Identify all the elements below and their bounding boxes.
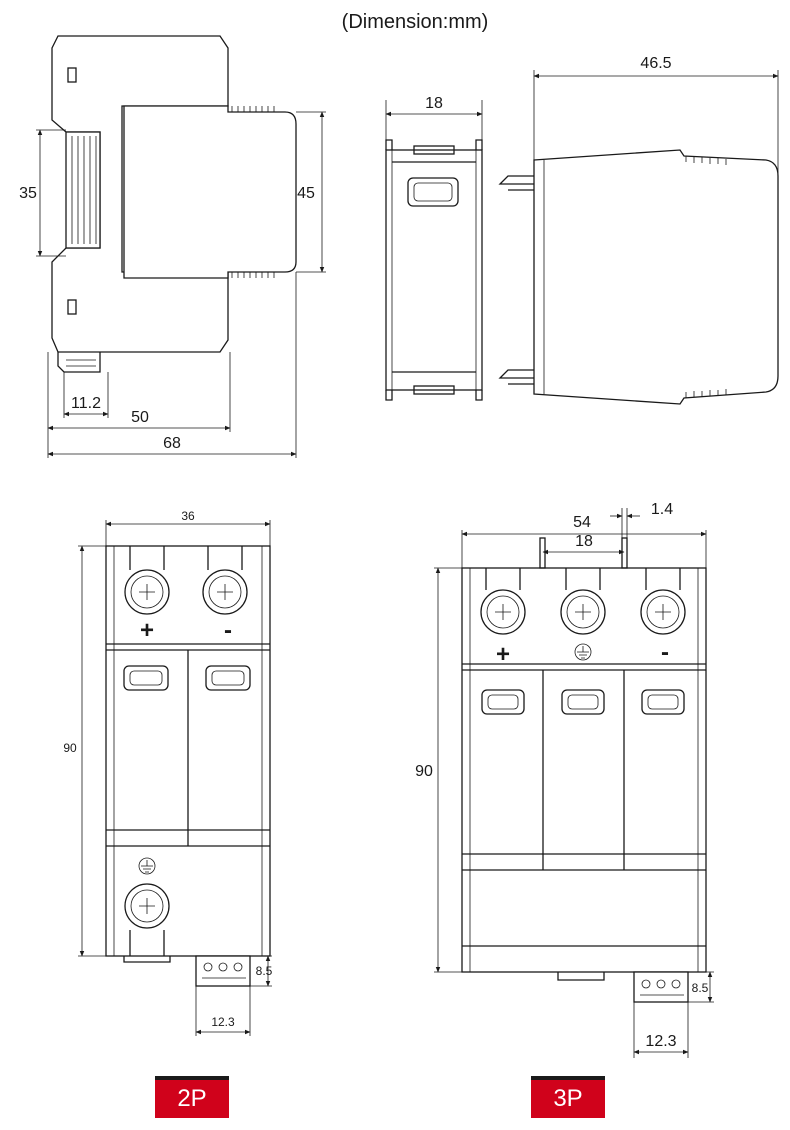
ground-icon (138, 857, 156, 875)
drawing-title: (Dimension:mm) (342, 11, 489, 33)
plus-symbol-3p: + (496, 641, 510, 668)
dim-18-3p: 18 (575, 533, 593, 550)
side-view: 35 45 11.2 50 68 (19, 35, 326, 458)
dim-54: 54 (573, 514, 591, 531)
dim-46-5: 46.5 (640, 55, 671, 72)
dim-35: 35 (19, 185, 37, 202)
dim-12-3-3p: 12.3 (645, 1033, 676, 1050)
label-2p: 2P (155, 1080, 229, 1118)
label-2p-bar (155, 1076, 229, 1081)
side-view-right: 46.5 (498, 55, 779, 405)
label-3p-bar (531, 1076, 605, 1081)
device-3p: + - 54 18 1.4 90 (415, 501, 714, 1058)
front-view-thin: 18 (385, 95, 483, 401)
dim-8-5-2p: 8.5 (256, 964, 273, 978)
dim-50: 50 (131, 409, 149, 426)
dim-45: 45 (297, 185, 315, 202)
dim-12-3-2p: 12.3 (211, 1015, 235, 1029)
dim-18-top: 18 (425, 95, 443, 112)
dim-1-4: 1.4 (651, 501, 673, 518)
label-3p: 3P (531, 1080, 605, 1118)
dim-11-2: 11.2 (71, 395, 101, 412)
plus-symbol-2p: + (140, 617, 154, 644)
dim-36: 36 (181, 509, 195, 523)
dim-68: 68 (163, 435, 181, 452)
ground-icon (574, 643, 592, 661)
dim-90-3p: 90 (415, 763, 433, 780)
minus-symbol-2p: - (224, 617, 232, 644)
minus-symbol-3p: - (661, 639, 669, 666)
dim-8-5-3p: 8.5 (692, 981, 709, 995)
device-2p: + - 36 90 8.5 (63, 509, 273, 1036)
dim-90-2p: 90 (63, 741, 77, 755)
